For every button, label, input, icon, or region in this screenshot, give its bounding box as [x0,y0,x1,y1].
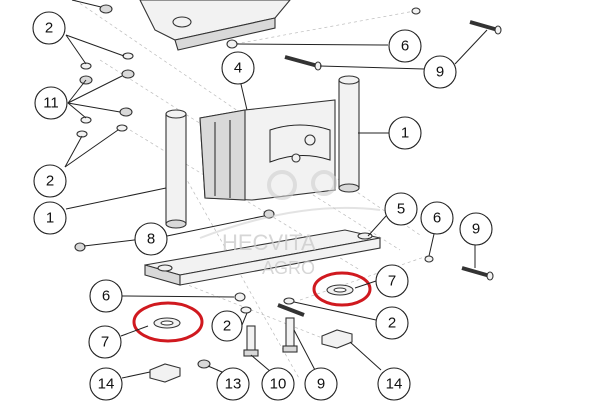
highlight-washer-7-left [132,301,204,343]
callout-8: 8 [134,222,168,256]
callout-6-bottom: 6 [89,279,123,313]
callout-6-right: 6 [420,201,454,235]
callout-1-left: 1 [33,201,67,235]
callout-1-right: 1 [388,116,422,150]
bolt-10-part [243,325,259,357]
callout-14-right: 14 [377,367,411,401]
callout-7-right-label: 7 [388,273,396,290]
callout-13: 13 [216,367,250,401]
bottom-crossbar-part [144,229,381,286]
highlight-washer-7-right [312,271,372,307]
callout-2-top-label: 2 [45,20,53,37]
highlight-rings [132,271,372,343]
callout-6-bottom-label: 6 [102,288,110,305]
bolt-9-topright-part [469,20,502,35]
callout-5-label: 5 [397,201,405,218]
callout-2-bottomright: 2 [375,306,409,340]
callout-14-left: 14 [89,367,123,401]
callout-4-label: 4 [234,60,242,77]
small-hardware [74,7,434,369]
callout-2-top: 2 [32,11,66,45]
callout-6-top-label: 6 [401,38,409,55]
bolt-9-bottom-part [277,303,305,353]
watermark-sub: AGRO [262,258,315,278]
callout-1-left-label: 1 [46,210,54,227]
callout-2-left-label: 2 [46,173,54,190]
callout-11: 11 [34,86,68,120]
top-crossbar-part [139,0,291,51]
nut-14-left-part [149,363,181,383]
washer-7-left-part [153,317,181,329]
bolt-9-right-part [461,266,494,281]
pillar-left-part [165,109,187,229]
callout-9-top-label: 9 [436,64,444,81]
callout-10-label: 10 [270,376,287,393]
callout-7-left-label: 7 [101,334,109,351]
leader-lines [64,29,488,379]
washer-7-right-part [326,284,354,296]
callout-14-left-label: 14 [98,376,115,393]
callout-2-bottomright-label: 2 [388,315,396,332]
callout-7-right: 7 [375,264,409,298]
callout-9-bottom-label: 9 [317,376,325,393]
callout-2-mid-label: 2 [223,318,231,335]
callout-9-top: 9 [423,55,457,89]
callout-1-right-label: 1 [401,125,409,142]
callout-2-left: 2 [33,164,67,198]
callout-8-label: 8 [147,231,155,248]
callout-6-top: 6 [388,29,422,63]
watermark-brand: HECVITA [222,230,316,255]
callout-9-right: 9 [459,212,493,246]
callout-10: 10 [261,367,295,401]
callout-6-right-label: 6 [433,210,441,227]
watermark: HECVITA AGRO [199,170,381,278]
bolt-9-top-part [284,55,322,71]
callout-4: 4 [221,51,255,85]
pillar-right-part [338,75,360,193]
callout-11-label: 11 [43,95,59,112]
callout-14-right-label: 14 [386,376,403,393]
callout-13-label: 13 [225,376,242,393]
callout-9-right-label: 9 [472,221,480,238]
carriage-bracket-part [199,99,336,201]
callout-5: 5 [384,192,418,226]
bolt-top-left-part [71,0,113,14]
callout-2-mid: 2 [211,310,243,342]
callout-7-left: 7 [88,325,122,359]
nut-14-right-part [321,329,353,349]
callout-9-bottom: 9 [304,367,338,401]
